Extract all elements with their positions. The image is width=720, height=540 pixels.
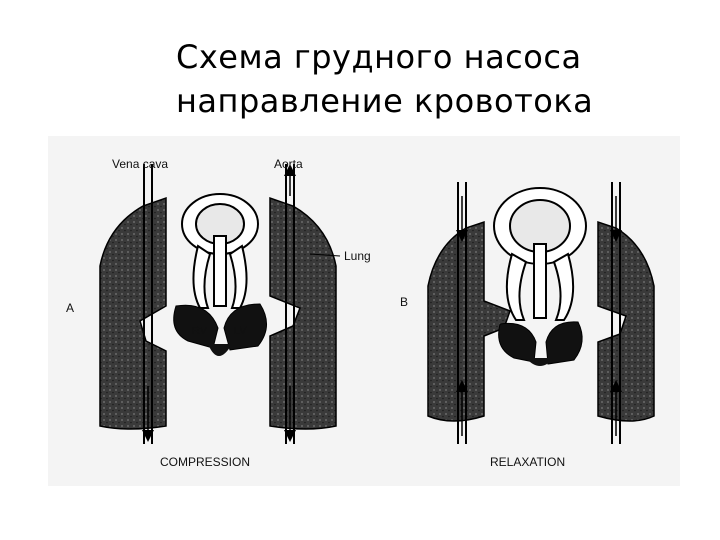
label-vena-cava: Vena cava — [112, 157, 168, 171]
label-lv: LV — [234, 325, 247, 337]
thoracic-pump-diagram: Vena cava Aorta Lung A RV LV COMPRESSION — [48, 136, 680, 486]
left-lung-a — [99, 196, 167, 430]
panel-b: B RELAXATION — [400, 182, 655, 469]
panel-a: Vena cava Aorta Lung A RV LV COMPRESSION — [66, 157, 371, 469]
caption-relaxation: RELAXATION — [490, 455, 565, 469]
label-aorta: Aorta — [274, 157, 303, 171]
left-lung-b — [427, 220, 511, 422]
slide-title-line-1: Схема грудного насоса — [176, 38, 582, 76]
right-lung-a — [269, 196, 337, 430]
heart-b — [498, 321, 583, 366]
label-panel-b: B — [400, 295, 408, 309]
slide-title-line-2: направление кровотока — [176, 82, 594, 120]
label-lung: Lung — [344, 249, 371, 263]
label-panel-a: A — [66, 301, 74, 315]
caption-compression: COMPRESSION — [160, 455, 250, 469]
label-rv: RV — [192, 325, 208, 337]
right-lung-b — [597, 220, 655, 422]
heart-a — [173, 303, 267, 356]
